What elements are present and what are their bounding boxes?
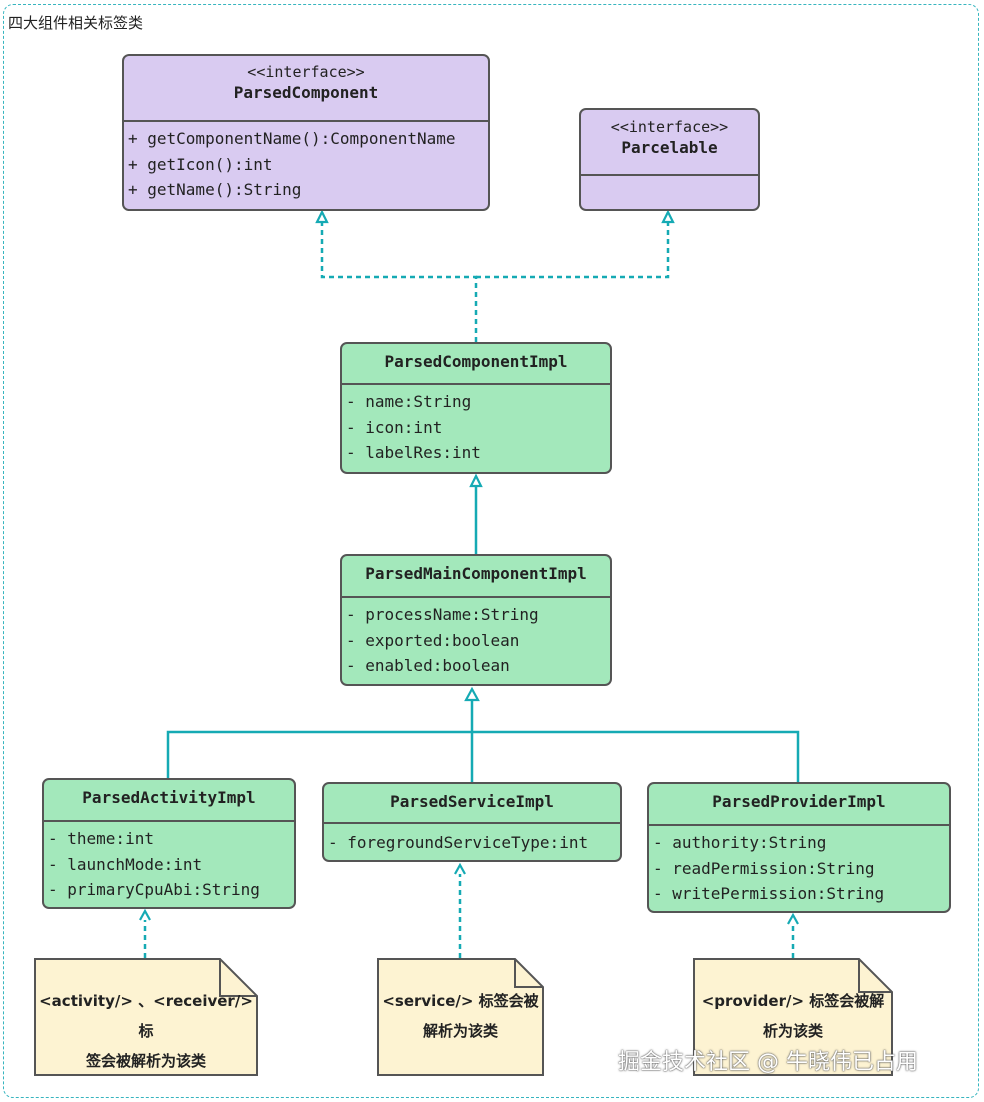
class-name: Parcelable — [621, 138, 718, 157]
class-parsed-component[interactable]: <<interface>> ParsedComponent + getCompo… — [122, 54, 490, 211]
member: - name:String — [346, 392, 472, 411]
class-name: ParsedServiceImpl — [390, 792, 554, 811]
class-header: ParsedServiceImpl — [324, 784, 620, 824]
member: + getName():String — [128, 180, 302, 199]
note-text: <service/> 标签会被 解析为该类 — [377, 986, 544, 1046]
class-name: ParsedProviderImpl — [712, 792, 886, 811]
inheritance-activity — [166, 730, 472, 778]
member-list: - theme:int - launchMode:int - primaryCp… — [44, 822, 294, 903]
note-activity[interactable]: <activity/> 、<receiver/>标 签会被解析为该类 — [34, 958, 258, 1076]
member: + getComponentName():ComponentName — [128, 129, 456, 148]
arrowhead-parsedcomponent — [315, 209, 329, 224]
member: - authority:String — [653, 833, 827, 852]
note-line: 签会被解析为该类 — [85, 1052, 206, 1070]
member: - writePermission:String — [653, 884, 885, 903]
diagram-frame — [3, 4, 979, 1098]
member: - exported:boolean — [346, 630, 520, 650]
member: - primaryCpuAbi:String — [48, 880, 260, 899]
member: - theme:int — [48, 829, 154, 848]
arrowhead-maincomponentimpl — [464, 686, 480, 702]
class-header: <<interface>> Parcelable — [581, 110, 758, 176]
class-parsed-main-component-impl[interactable]: ParsedMainComponentImpl - processName:St… — [340, 554, 612, 686]
member: - processName:String — [346, 605, 539, 624]
class-header: ParsedComponentImpl — [342, 344, 610, 385]
class-name: ParsedComponent — [233, 83, 379, 102]
frame-title: 四大组件相关标签类 — [8, 14, 144, 32]
member-list: - foregroundServiceType:int — [324, 824, 620, 856]
note-service[interactable]: <service/> 标签会被 解析为该类 — [377, 958, 544, 1076]
note-provider[interactable]: <provider/> 标签会被解 析为该类 — [693, 958, 893, 1076]
class-parsed-service-impl[interactable]: ParsedServiceImpl - foregroundServiceTyp… — [322, 782, 622, 862]
class-header: ParsedProviderImpl — [649, 784, 949, 826]
note-line: 析为该类 — [762, 1022, 823, 1040]
realization-to-parsedcomponent — [320, 222, 478, 342]
class-header: ParsedMainComponentImpl — [342, 556, 610, 598]
note-shape — [693, 958, 893, 1076]
class-header: <<interface>> ParsedComponent — [124, 56, 488, 122]
open-arrow-activity-note — [139, 908, 151, 921]
open-arrow-service-note — [454, 862, 466, 875]
class-name: ParsedActivityImpl — [82, 788, 256, 807]
note-shape — [377, 958, 544, 1076]
note-shape — [34, 958, 258, 1076]
note-line: <activity/> 、<receiver/>标 — [39, 992, 253, 1040]
class-parsed-component-impl[interactable]: ParsedComponentImpl - name:String - icon… — [340, 342, 612, 474]
member: - readPermission:String — [653, 858, 875, 878]
class-parcelable[interactable]: <<interface>> Parcelable — [579, 108, 760, 211]
stereotype-label: <<interface>> — [610, 118, 729, 136]
member-list: - name:String - icon:int - labelRes:int — [342, 385, 610, 466]
member-list: - authority:String - readPermission:Stri… — [649, 826, 949, 907]
member-list: + getComponentName():ComponentName + get… — [124, 122, 488, 203]
inheritance-provider — [472, 730, 800, 782]
member: + getIcon():int — [128, 154, 273, 174]
class-name: ParsedComponentImpl — [384, 352, 568, 371]
member: - icon:int — [346, 417, 443, 437]
arrowhead-componentimpl — [469, 473, 483, 488]
member: - launchMode:int — [48, 854, 203, 874]
member-list: - processName:String - exported:boolean … — [342, 598, 610, 679]
stereotype-label: <<interface>> — [247, 63, 365, 81]
class-parsed-provider-impl[interactable]: ParsedProviderImpl - authority:String - … — [647, 782, 951, 913]
note-text: <activity/> 、<receiver/>标 签会被解析为该类 — [34, 986, 258, 1076]
note-line: <provider/> 标签会被解 — [701, 992, 885, 1010]
class-parsed-activity-impl[interactable]: ParsedActivityImpl - theme:int - launchM… — [42, 778, 296, 909]
class-name: ParsedMainComponentImpl — [365, 564, 587, 583]
watermark: 掘金技术社区 @ 牛晓伟已占用 — [618, 1050, 918, 1075]
member: - foregroundServiceType:int — [328, 833, 589, 852]
open-arrow-provider-note — [787, 912, 799, 925]
note-line: 解析为该类 — [422, 1022, 498, 1040]
arrowhead-parcelable — [661, 209, 675, 224]
note-line: <service/> 标签会被 — [382, 992, 539, 1010]
note-text: <provider/> 标签会被解 析为该类 — [693, 986, 893, 1046]
member: - enabled:boolean — [346, 656, 510, 675]
realization-to-parcelable — [476, 222, 670, 279]
class-header: ParsedActivityImpl — [44, 780, 294, 822]
member: - labelRes:int — [346, 443, 481, 462]
